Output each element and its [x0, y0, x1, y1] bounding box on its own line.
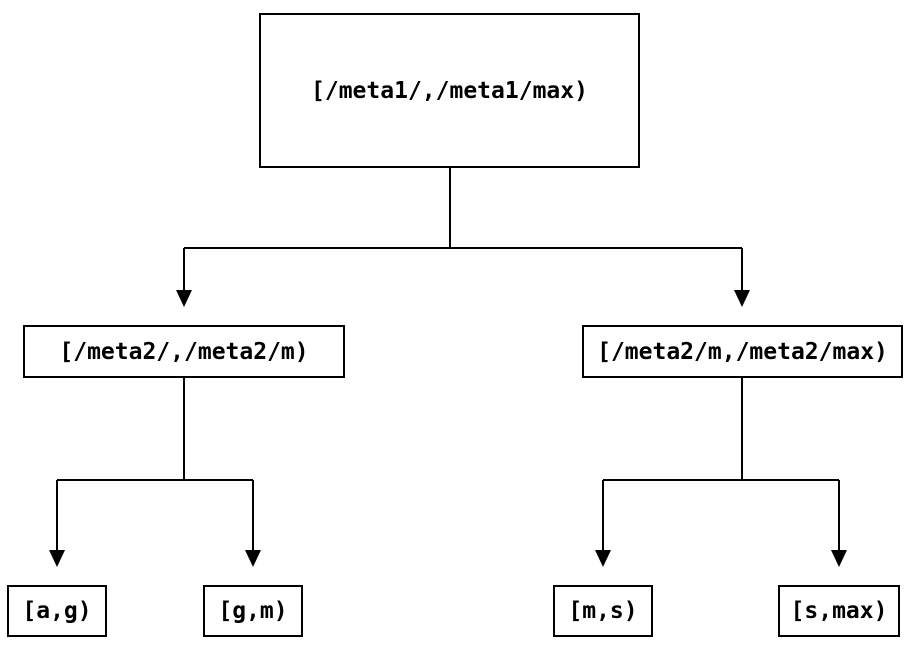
edge-root-to-meta2 [183, 168, 743, 290]
node-label: [/meta2/m,/meta2/max) [597, 338, 888, 365]
node-label: [s,max) [790, 598, 888, 624]
node-leaf-ms: [m,s) [553, 585, 653, 637]
node-label: [/meta1/,/meta1/max) [311, 77, 588, 104]
node-label: [a,g) [22, 598, 92, 624]
node-root-meta1-range: [/meta1/,/meta1/max) [259, 13, 640, 168]
node-leaf-ag: [a,g) [7, 585, 107, 637]
node-meta2-left-range: [/meta2/,/meta2/m) [23, 325, 345, 378]
arrowhead-icon [734, 290, 750, 307]
arrowhead-icon [49, 550, 65, 567]
arrowhead-icon [595, 550, 611, 567]
node-meta2-right-range: [/meta2/m,/meta2/max) [582, 325, 903, 378]
node-label: [/meta2/,/meta2/m) [59, 338, 309, 365]
node-label: [m,s) [568, 598, 638, 624]
arrowhead-icon [176, 290, 192, 307]
edge-meta2left-to-leaves [56, 378, 254, 550]
arrowhead-icon [245, 550, 261, 567]
node-leaf-smax: [s,max) [778, 585, 900, 637]
edge-meta2right-to-leaves [602, 378, 840, 550]
node-leaf-gm: [g,m) [203, 585, 303, 637]
node-label: [g,m) [218, 598, 288, 624]
arrowhead-icon [831, 550, 847, 567]
